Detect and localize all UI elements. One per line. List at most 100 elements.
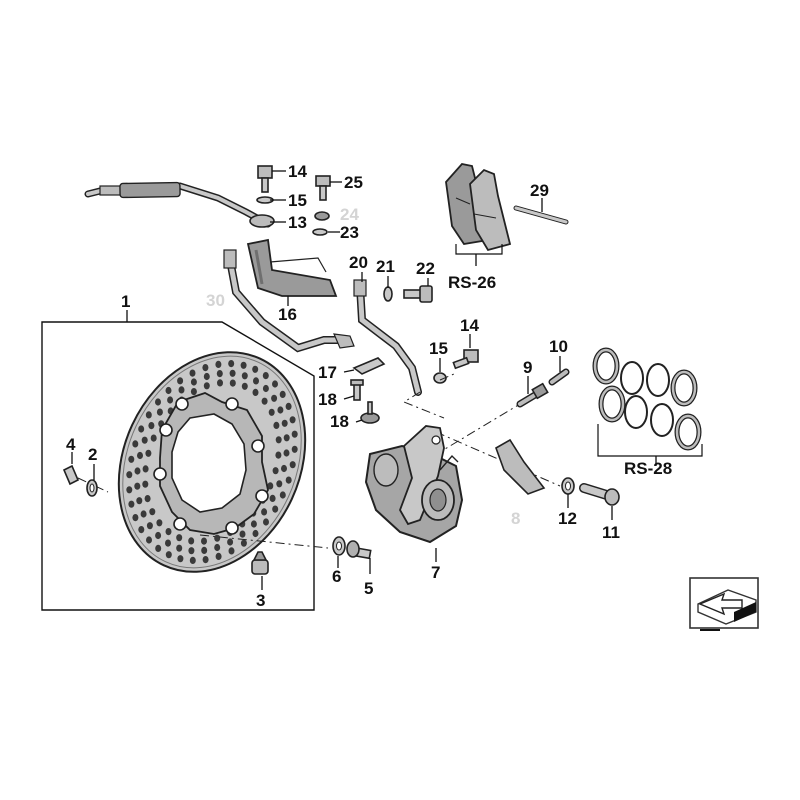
disc-hole [190, 388, 197, 396]
disc-hole [241, 382, 248, 390]
disc-hole [216, 370, 223, 378]
part-3-bolt [251, 551, 269, 575]
part-2-ring [86, 479, 98, 497]
disc-hole [165, 528, 172, 536]
disc-hole [283, 434, 290, 442]
disc-hole [201, 537, 207, 545]
disc-hole [136, 497, 143, 505]
disc-bolt-hole [153, 467, 167, 481]
disc-hole [273, 421, 280, 429]
disc-hole [281, 419, 288, 427]
disc-hole [215, 552, 222, 561]
disc-hole [252, 365, 259, 373]
disc-hole [229, 369, 236, 377]
disc-hole [229, 379, 236, 387]
part-11-caliper-bolt [579, 483, 620, 506]
disc-hole [269, 494, 276, 502]
disc-hole [202, 364, 209, 372]
disc-hole [126, 471, 133, 479]
disc-hole [128, 455, 135, 463]
disc-hole [165, 551, 172, 559]
label-7: 7 [431, 563, 440, 582]
disc-hole [201, 546, 208, 555]
disc-hole [178, 386, 185, 394]
part-12-washer [561, 477, 575, 495]
label-4: 4 [66, 435, 76, 454]
disc-hole [126, 486, 133, 494]
disc-hole [146, 536, 152, 544]
part-21-o-ring [383, 286, 393, 302]
part-8-pad-spring [495, 438, 546, 495]
part-20-caliper-hose [353, 279, 422, 396]
label-17: 17 [318, 363, 337, 382]
disc-hole [285, 476, 292, 484]
label-2: 2 [88, 445, 97, 464]
part-17-clip [352, 357, 386, 375]
disc-hole [190, 378, 197, 386]
disc-hole [272, 380, 278, 388]
disc-bolt-holes [153, 397, 269, 535]
disc-hole [241, 372, 248, 380]
disc-hole [263, 518, 269, 526]
disc-hole [291, 445, 298, 453]
disc-hole [177, 377, 184, 385]
label-1: 1 [121, 292, 130, 311]
label-24: 24 [340, 205, 359, 224]
disc-hole [228, 360, 235, 368]
disc-hole [165, 386, 172, 395]
disc-hole [149, 508, 156, 516]
part-10-cap [548, 368, 570, 386]
part-18-pin-upper [350, 379, 364, 401]
label-22: 22 [416, 259, 435, 278]
disc-bolt-hole [225, 397, 239, 411]
disc-hole [148, 422, 155, 430]
disc-hole [203, 372, 210, 381]
part-23-washer [312, 228, 328, 236]
label-20: 20 [349, 253, 368, 272]
label-6: 6 [332, 567, 341, 586]
disc-hole [262, 384, 269, 393]
disc-hole [215, 360, 222, 368]
disc-hole [276, 480, 283, 488]
disc-hole [202, 556, 209, 564]
part-15-washer-right [433, 372, 447, 384]
disc-hole [203, 382, 210, 390]
disc-hole [189, 369, 196, 377]
label-14-right: 14 [460, 316, 479, 335]
disc-hole [128, 500, 135, 508]
disc-hole [279, 491, 286, 499]
disc-hole [138, 526, 145, 534]
disc-hole [272, 467, 279, 475]
disc-hole [240, 539, 247, 547]
part-30-brake-hose [223, 249, 355, 353]
disc-hole [289, 416, 296, 424]
disc-hole [217, 379, 223, 387]
disc-hole [289, 461, 296, 469]
disc-hole [275, 436, 282, 444]
disc-hole [252, 388, 259, 396]
disc-hole [227, 538, 234, 546]
label-rs28: RS-28 [624, 459, 672, 478]
disc-hole [156, 408, 163, 416]
disc-hole [239, 530, 246, 538]
callout-labels: 1 14 15 13 25 24 23 16 30 20 21 22 29 RS… [66, 162, 672, 610]
disc-hole [262, 372, 269, 380]
disc-hole [155, 398, 161, 406]
disc-hole [240, 361, 247, 369]
label-15-right: 15 [429, 339, 448, 358]
seal-rings-set [592, 347, 702, 451]
label-5: 5 [364, 579, 373, 598]
disc-hole [214, 543, 221, 552]
label-25: 25 [344, 173, 363, 192]
disc-bolt-hole [251, 439, 265, 453]
label-13: 13 [288, 213, 307, 232]
disc-bolt-hole [175, 397, 189, 411]
label-12: 12 [558, 509, 577, 528]
view-direction-icon [689, 577, 759, 631]
label-18-upper: 18 [318, 390, 337, 409]
disc-hole [176, 534, 183, 542]
label-18-lower: 18 [330, 412, 349, 431]
part-14-bolt-right [452, 349, 479, 370]
disc-hole [228, 547, 235, 555]
brake-line-upper [84, 181, 272, 228]
